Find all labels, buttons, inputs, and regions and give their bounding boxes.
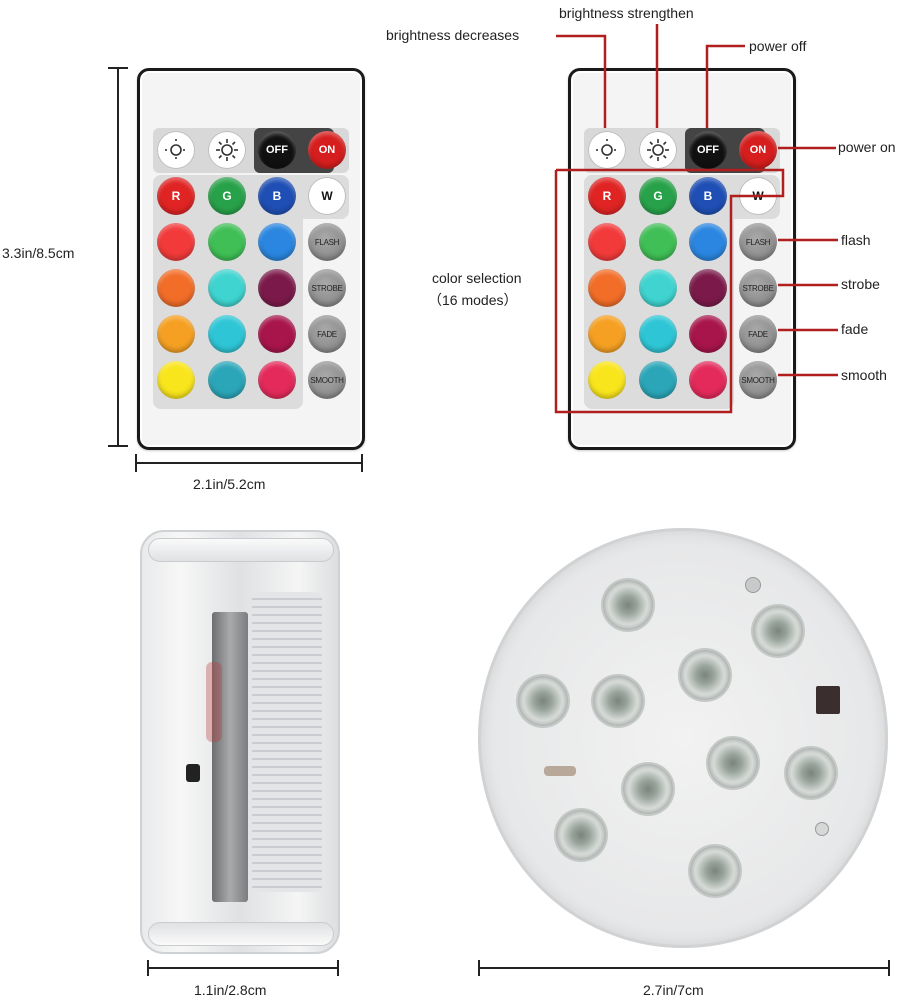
color-key[interactable] — [208, 269, 246, 307]
color-key[interactable] — [588, 315, 626, 353]
led-bulb — [708, 738, 758, 788]
battery-housing — [252, 592, 322, 892]
remote-width-label: 2.1in/5.2cm — [193, 476, 266, 492]
strobe-label: strobe — [841, 276, 880, 292]
color-key[interactable] — [639, 361, 677, 399]
on-button[interactable]: ON — [739, 131, 777, 169]
power-on-label: power on — [838, 139, 896, 155]
diameter-dimension-line — [478, 960, 890, 976]
color-key[interactable] — [588, 361, 626, 399]
color-key[interactable] — [157, 269, 195, 307]
led-bulb — [603, 580, 653, 630]
fade-button[interactable]: FADE — [308, 315, 346, 353]
color-key[interactable] — [258, 315, 296, 353]
diameter-label: 2.7in/7cm — [643, 982, 704, 998]
color-key[interactable] — [588, 223, 626, 261]
fade-button[interactable]: FADE — [739, 315, 777, 353]
off-button[interactable]: OFF — [258, 131, 296, 169]
width-dimension-line — [135, 454, 363, 472]
g-button[interactable]: G — [639, 177, 677, 215]
remote-height-label: 3.3in/8.5cm — [2, 245, 75, 261]
color-key[interactable] — [639, 315, 677, 353]
color-key[interactable] — [258, 223, 296, 261]
led-bulb — [556, 810, 606, 860]
sun-bright-icon[interactable] — [639, 131, 677, 169]
color-key[interactable] — [157, 315, 195, 353]
remote-right: OFF ON R G B W FLASH STROBE FADE SMOOTH — [568, 68, 796, 450]
strobe-button[interactable]: STROBE — [739, 269, 777, 307]
led-bulb — [623, 764, 673, 814]
power-off-label: power off — [749, 38, 807, 54]
switch-component — [544, 766, 576, 776]
light-side-view — [140, 530, 340, 954]
r-button[interactable]: R — [588, 177, 626, 215]
color-key[interactable] — [208, 361, 246, 399]
smooth-button[interactable]: SMOOTH — [739, 361, 777, 399]
remote-left: OFF ON R G B W FLASH STROBE FADE SMOOTH — [137, 68, 365, 450]
circuit-board — [212, 612, 248, 902]
w-button[interactable]: W — [308, 177, 346, 215]
b-button[interactable]: B — [258, 177, 296, 215]
smooth-button[interactable]: SMOOTH — [308, 361, 346, 399]
color-key[interactable] — [588, 269, 626, 307]
light-top-view — [478, 528, 888, 948]
red-led-glow — [206, 662, 222, 742]
sensor-chip — [816, 686, 840, 714]
led-bulb — [593, 676, 643, 726]
annotation-lines — [554, 24, 838, 414]
flash-button[interactable]: FLASH — [308, 223, 346, 261]
thickness-label: 1.1in/2.8cm — [194, 982, 267, 998]
on-button[interactable]: ON — [308, 131, 346, 169]
flash-label: flash — [841, 232, 871, 248]
small-led — [746, 578, 760, 592]
led-bulb — [518, 676, 568, 726]
color-key[interactable] — [208, 315, 246, 353]
color-key[interactable] — [689, 315, 727, 353]
off-button[interactable]: OFF — [689, 131, 727, 169]
b-button[interactable]: B — [689, 177, 727, 215]
color-key[interactable] — [208, 223, 246, 261]
color-modes-label: （16 modes） — [428, 292, 518, 308]
thickness-dimension-line — [147, 960, 339, 976]
small-led — [816, 823, 828, 835]
side-top-rim — [148, 538, 334, 562]
switch-component — [186, 764, 200, 782]
brightness-decreases-label: brightness decreases — [386, 27, 520, 43]
sun-bright-icon[interactable] — [208, 131, 246, 169]
r-button[interactable]: R — [157, 177, 195, 215]
color-selection-label: color selection — [432, 270, 522, 286]
color-key[interactable] — [689, 269, 727, 307]
color-key[interactable] — [689, 361, 727, 399]
sun-dim-icon[interactable] — [157, 131, 195, 169]
g-button[interactable]: G — [208, 177, 246, 215]
color-key[interactable] — [639, 269, 677, 307]
fade-label: fade — [841, 321, 869, 337]
led-bulb — [753, 606, 803, 656]
color-key[interactable] — [639, 223, 677, 261]
color-key[interactable] — [258, 269, 296, 307]
strobe-button[interactable]: STROBE — [308, 269, 346, 307]
height-dimension-line — [108, 67, 128, 447]
color-key[interactable] — [157, 361, 195, 399]
color-key[interactable] — [258, 361, 296, 399]
smooth-label: smooth — [841, 367, 887, 383]
brightness-strengthen-label: brightness strengthen — [559, 5, 694, 21]
color-key[interactable] — [157, 223, 195, 261]
led-bulb — [786, 748, 836, 798]
sun-dim-icon[interactable] — [588, 131, 626, 169]
led-bulb — [690, 846, 740, 896]
color-key[interactable] — [689, 223, 727, 261]
side-bottom-rim — [148, 922, 334, 946]
led-bulb — [680, 650, 730, 700]
flash-button[interactable]: FLASH — [739, 223, 777, 261]
